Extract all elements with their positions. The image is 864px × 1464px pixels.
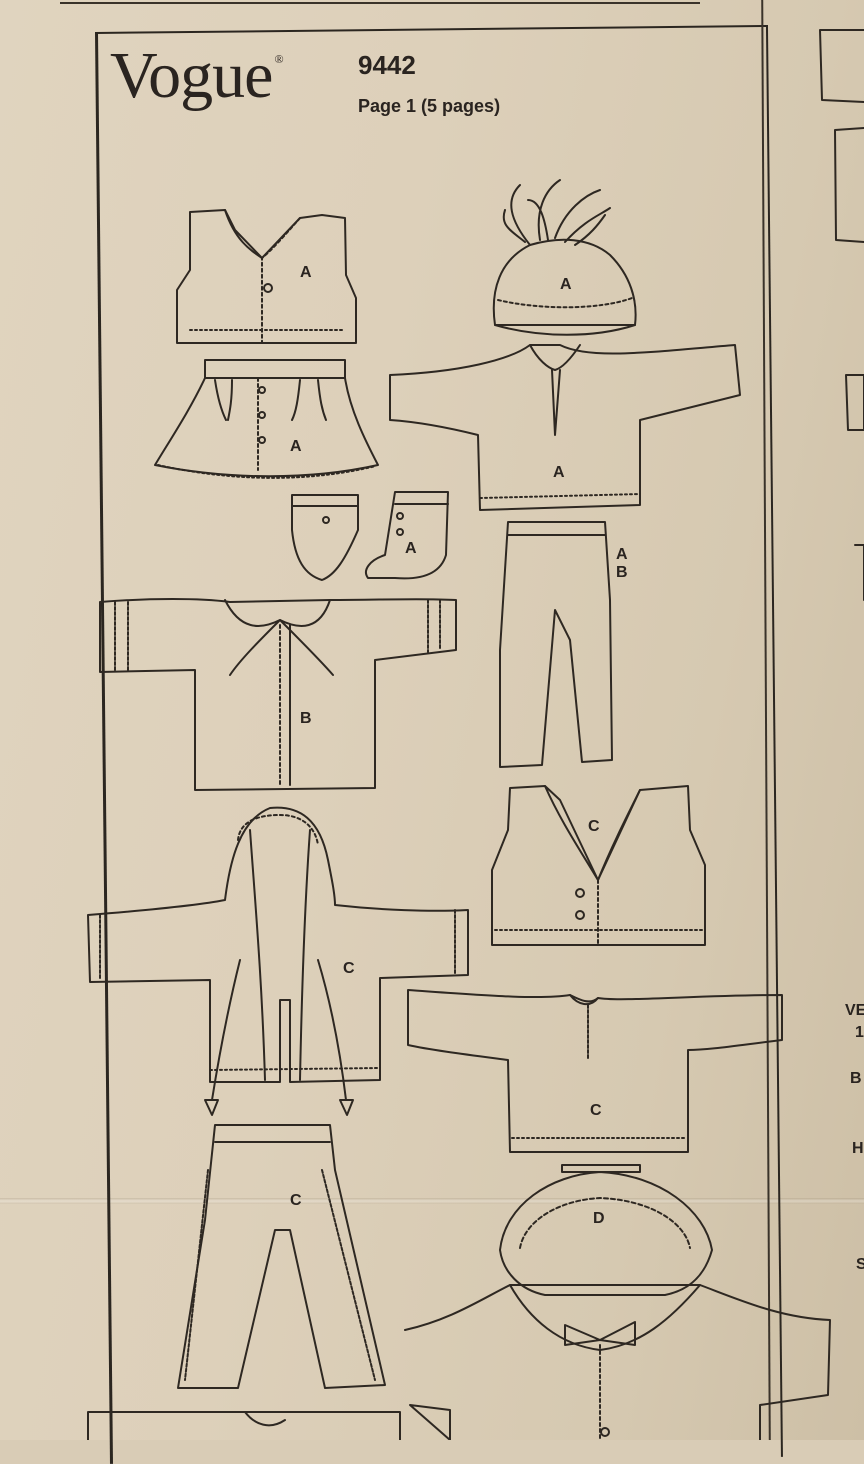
view-label-vest-a: A <box>300 264 312 281</box>
vest-a-drawing <box>176 209 357 344</box>
top-border-line <box>60 2 700 4</box>
bootie-a-drawing <box>291 491 449 581</box>
sailor-jacket-drawing <box>404 1284 831 1440</box>
paper-fold <box>0 1198 864 1204</box>
side-fragment-1: VE <box>845 1002 864 1019</box>
leggings-ab-drawing <box>499 521 613 768</box>
shirt-c-drawing <box>407 989 783 1153</box>
pants-c-drawing <box>177 1124 386 1389</box>
view-label-hat-a: A <box>560 276 572 293</box>
partial-garment-drawing <box>87 1411 401 1440</box>
pattern-number: 9442 <box>358 50 416 80</box>
view-label-hooded-jacket-c: C <box>343 960 355 977</box>
page-info: Page 1 (5 pages) <box>358 96 501 116</box>
bonnet-d-drawing <box>499 1164 713 1296</box>
hooded-jacket-c-drawing <box>87 806 469 1116</box>
hat-a-drawing <box>492 179 637 336</box>
vest-c-drawing <box>491 785 706 946</box>
view-label-bonnet-d: D <box>593 1210 605 1227</box>
view-label-bootie-a: A <box>405 540 417 557</box>
view-label-skirt-a: A <box>290 438 302 455</box>
side-fragment-2: 1 <box>855 1024 864 1041</box>
view-label-jacket-b: B <box>300 710 312 727</box>
view-label-shirt-a: A <box>553 464 565 481</box>
side-fragment-4: H <box>852 1140 864 1157</box>
shirt-a-drawing <box>389 344 741 511</box>
view-label-vest-c: C <box>588 818 600 835</box>
view-label-leggings-ab: A B <box>616 546 628 581</box>
view-label-shirt-c: C <box>590 1102 602 1119</box>
side-panel-drawings <box>819 29 864 601</box>
brand-logo: Vogue® <box>110 39 284 112</box>
skirt-a-drawing <box>154 359 379 479</box>
jacket-b-drawing <box>99 598 457 791</box>
side-fragment-5: S <box>856 1256 864 1273</box>
side-fragment-3: B <box>850 1070 862 1087</box>
view-label-pants-c: C <box>290 1192 302 1209</box>
